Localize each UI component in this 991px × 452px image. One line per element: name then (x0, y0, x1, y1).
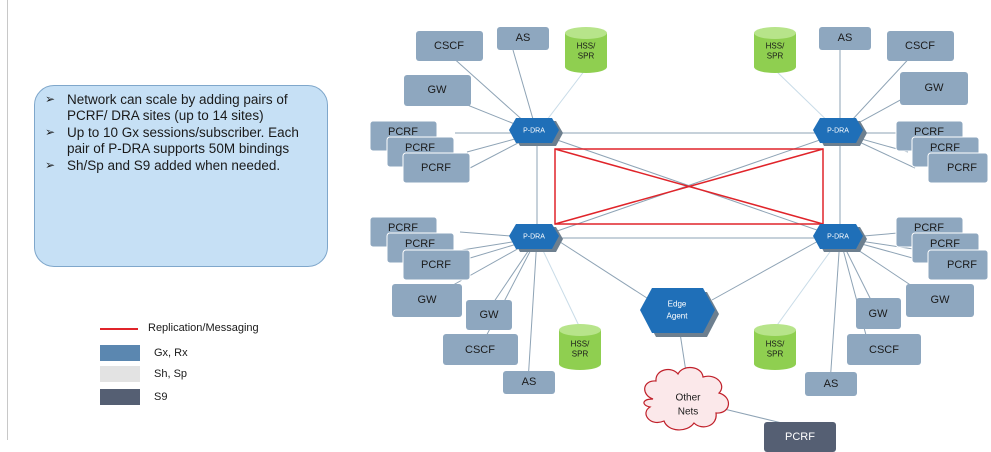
info-bullet: ➢ Network can scale by adding pairs of PC… (43, 92, 317, 123)
edge-agent-label-line2: Agent (667, 312, 689, 321)
legend-swatch-gx-rx (100, 345, 140, 361)
pcrf-partial-label: PCRF (388, 126, 418, 138)
cscf-label: CSCF (434, 40, 464, 52)
gw-node-top-left: GW (404, 75, 471, 106)
as-label: AS (838, 32, 853, 44)
gw-node-top-right: GW (900, 72, 968, 105)
hss-label-line1: HSS/ (577, 42, 596, 51)
gw-label: GW (869, 308, 889, 320)
pdra-label: P-DRA (827, 234, 849, 241)
pcrf-stack-bottom-left: PCRF PCRF PCRF (369, 216, 471, 281)
pcrf-label: PCRF (421, 162, 451, 174)
gw-node-bottom-left-inner: GW (466, 300, 512, 330)
pcrf-partial-label: PCRF (930, 238, 960, 250)
legend-label-s9: S9 (154, 391, 168, 403)
legend-swatch-replication (100, 327, 138, 330)
pcrf-label: PCRF (421, 259, 451, 271)
pdra-node-bottom-right: P-DRA (813, 224, 867, 252)
gw-label: GW (931, 294, 951, 306)
as-node-bottom-right: AS (805, 372, 857, 396)
pdra-node-top-left: P-DRA (509, 118, 563, 146)
gw-label: GW (418, 294, 438, 306)
pcrf-partial-label: PCRF (405, 238, 435, 250)
hss-label-line1: HSS/ (766, 42, 785, 51)
pdra-label: P-DRA (523, 128, 545, 135)
as-label: AS (824, 378, 839, 390)
legend-swatch-s9 (100, 389, 140, 405)
as-label: AS (522, 376, 537, 388)
pcrf-stack-top-right: PCRF PCRF PCRF (895, 120, 989, 184)
pcrf-stack-top-left: PCRF PCRF PCRF (369, 120, 471, 184)
as-node-top-left: AS (497, 27, 549, 50)
pcrf-stack-bottom-right: PCRF PCRF PCRF (895, 216, 989, 281)
hss-label-line1: HSS/ (571, 340, 590, 349)
hss-spr-node-bottom-right: HSS/ SPR (754, 324, 796, 370)
info-bullet: ➢ Sh/Sp and S9 added when needed. (43, 158, 317, 174)
pcrf-label: PCRF (947, 162, 977, 174)
gw-node-bottom-left-outer: GW (392, 284, 462, 317)
gw-label: GW (480, 309, 500, 321)
cscf-node-top-left: CSCF (416, 31, 483, 61)
legend-row-replication: Replication/Messaging (100, 319, 259, 337)
info-bullet-text: Up to 10 Gx sessions/subscriber. Each pa… (67, 125, 299, 156)
hss-label-line2: SPR (572, 350, 589, 359)
other-nets-label-line1: Other (675, 393, 701, 404)
pdra-label: P-DRA (827, 128, 849, 135)
pcrf-partial-label: PCRF (405, 142, 435, 154)
arrow-bullet-icon: ➢ (45, 158, 56, 172)
other-nets-cloud: Other Nets (643, 367, 729, 431)
as-node-top-right: AS (819, 27, 871, 50)
pcrf-partial-label: PCRF (914, 222, 944, 234)
cscf-label: CSCF (465, 344, 495, 356)
pdra-node-bottom-left: P-DRA (509, 224, 563, 252)
info-bullet-text: Network can scale by adding pairs of PCR… (67, 92, 288, 123)
hss-label-line2: SPR (767, 350, 784, 359)
pcrf-partial-label: PCRF (388, 222, 418, 234)
hss-label-line2: SPR (578, 52, 595, 61)
replication-links (554, 148, 824, 225)
other-nets-label-line2: Nets (678, 407, 699, 418)
pcrf-label: PCRF (947, 259, 977, 271)
hss-label-line1: HSS/ (766, 340, 785, 349)
gw-node-bottom-right-outer: GW (906, 284, 974, 317)
cscf-node-top-right: CSCF (887, 31, 954, 61)
legend-swatch-sh-sp (100, 366, 140, 382)
hss-label-line2: SPR (767, 52, 784, 61)
pcrf-label: PCRF (785, 431, 815, 443)
pcrf-partial-label: PCRF (930, 142, 960, 154)
info-bullet: ➢ Up to 10 Gx sessions/subscriber. Each p… (43, 125, 317, 156)
gw-label: GW (925, 82, 945, 94)
legend-row-s9: S9 (100, 388, 167, 406)
legend-label-replication: Replication/Messaging (148, 322, 259, 334)
cscf-node-bottom-right: CSCF (847, 334, 921, 365)
pcrf-node-other-net: PCRF (764, 422, 836, 452)
edge-agent-label-line1: Edge (668, 300, 687, 309)
as-label: AS (516, 32, 531, 44)
left-divider (7, 0, 8, 440)
as-node-bottom-left: AS (503, 371, 555, 394)
edge-agent-node: Edge Agent (640, 288, 719, 337)
info-bullet-text: Sh/Sp and S9 added when needed. (67, 158, 281, 173)
hss-spr-node-top-left: HSS/ SPR (565, 27, 607, 73)
pdra-node-top-right: P-DRA (813, 118, 867, 146)
cscf-node-bottom-left: CSCF (443, 334, 518, 365)
legend-row-gx-rx: Gx, Rx (100, 344, 188, 362)
hss-spr-node-bottom-left: HSS/ SPR (559, 324, 601, 370)
pdra-label: P-DRA (523, 234, 545, 241)
arrow-bullet-icon: ➢ (45, 125, 56, 139)
cscf-label: CSCF (905, 40, 935, 52)
pcrf-partial-label: PCRF (914, 126, 944, 138)
info-box: ➢ Network can scale by adding pairs of PC… (34, 85, 328, 267)
cscf-label: CSCF (869, 344, 899, 356)
gw-node-bottom-right-inner: GW (856, 298, 901, 329)
legend-label-sh-sp: Sh, Sp (154, 368, 188, 380)
arrow-bullet-icon: ➢ (45, 92, 56, 106)
legend-label-gx-rx: Gx, Rx (154, 347, 188, 359)
legend: Replication/Messaging Gx, Rx Sh, Sp S9 (100, 318, 300, 418)
gw-label: GW (428, 84, 448, 96)
legend-row-sh-sp: Sh, Sp (100, 365, 187, 383)
hss-spr-node-top-right: HSS/ SPR (754, 27, 796, 73)
